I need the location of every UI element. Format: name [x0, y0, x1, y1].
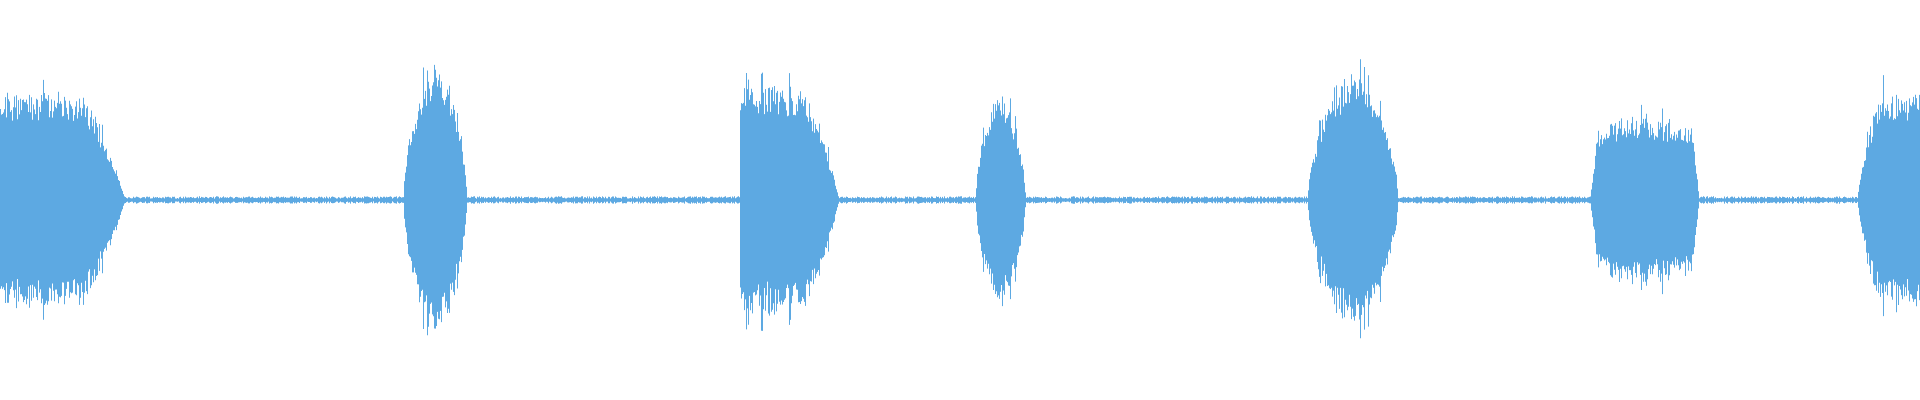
- waveform-bars: [0, 59, 1920, 339]
